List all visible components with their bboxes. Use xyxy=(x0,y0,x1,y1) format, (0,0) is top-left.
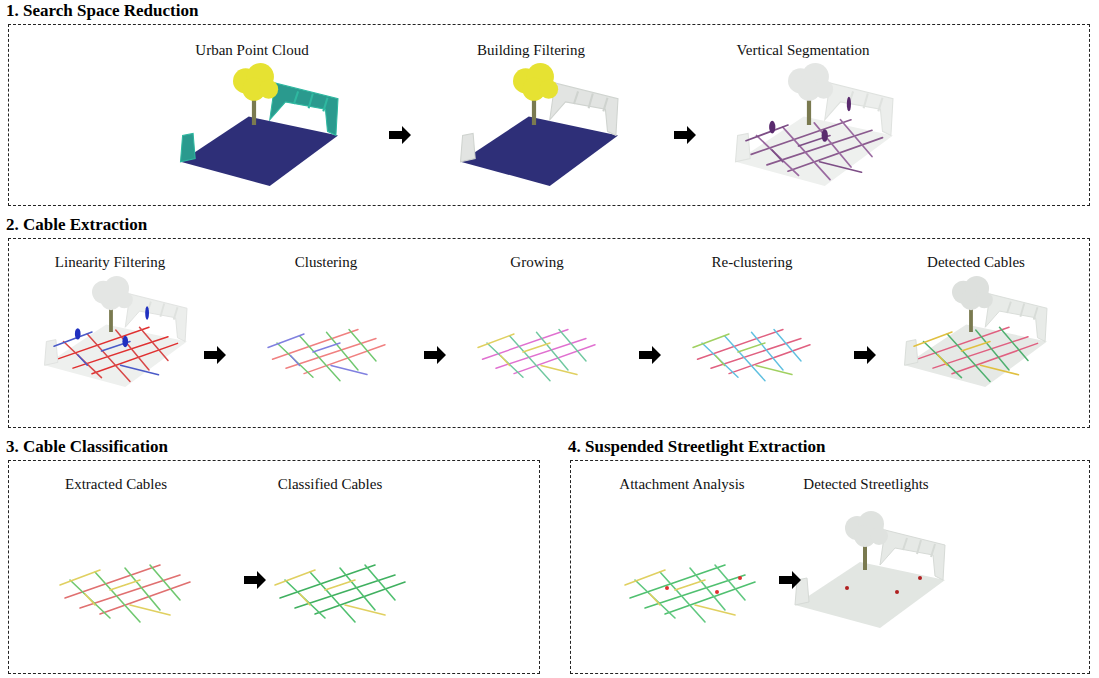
step-label: Urban Point Cloud xyxy=(195,42,308,59)
step-label: Detected Streetlights xyxy=(803,476,928,493)
step-label: Linearity Filtering xyxy=(55,254,165,271)
step-label: Re-clustering xyxy=(712,254,793,271)
step-label: Building Filtering xyxy=(477,42,585,59)
step-label: Attachment Analysis xyxy=(619,476,744,493)
step-label: Clustering xyxy=(295,254,358,271)
stage-title: 1. Search Space Reduction xyxy=(3,1,201,21)
stage-title: 4. Suspended Streetlight Extraction xyxy=(565,437,829,457)
step-label: Extracted Cables xyxy=(65,476,167,493)
step-label: Classified Cables xyxy=(278,476,383,493)
stage-title: 2. Cable Extraction xyxy=(3,215,150,235)
step-label: Vertical Segmentation xyxy=(737,42,870,59)
step-label: Growing xyxy=(510,254,563,271)
stage-title: 3. Cable Classification xyxy=(3,437,171,457)
step-label: Detected Cables xyxy=(927,254,1025,271)
stage-panel: 3. Cable Classification xyxy=(8,460,540,674)
stage-panel: 4. Suspended Streetlight Extraction xyxy=(570,460,1090,674)
